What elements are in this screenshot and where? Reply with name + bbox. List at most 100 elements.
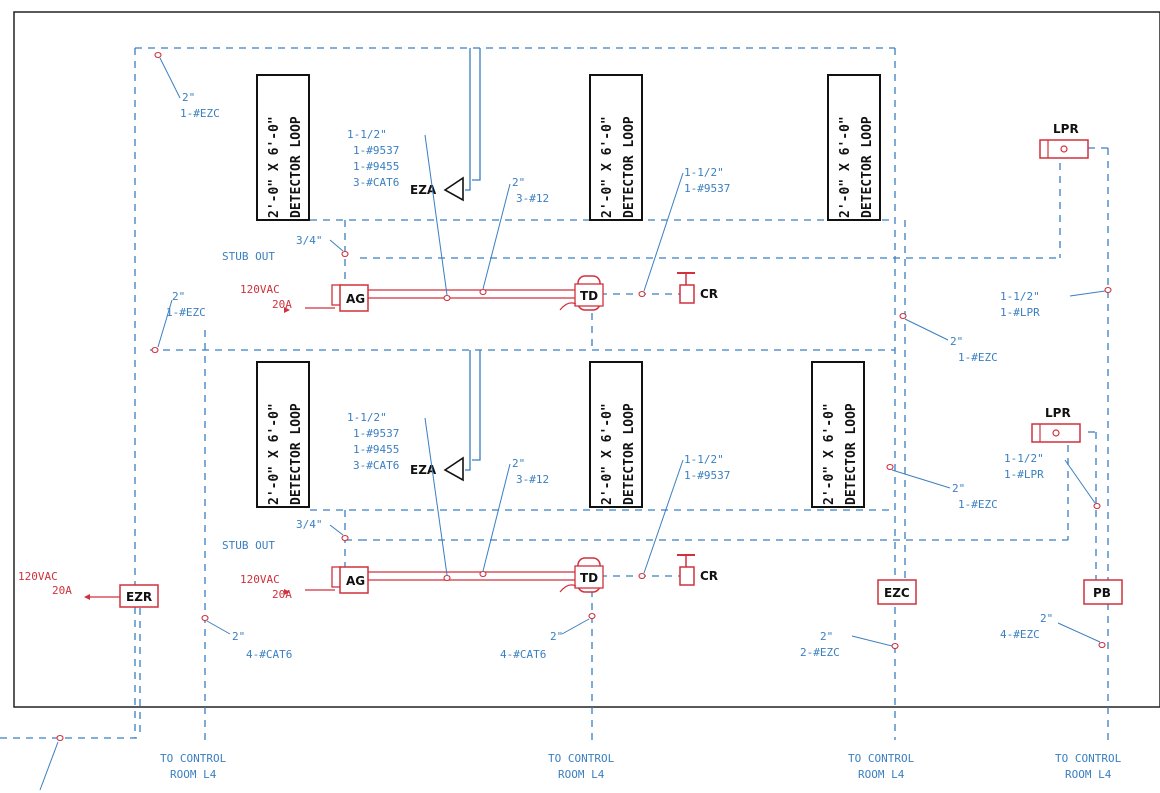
destination-label: TO CONTROL ROOM L4 (848, 752, 915, 781)
svg-text:2": 2" (952, 482, 965, 495)
svg-text:2": 2" (232, 630, 245, 643)
card-reader: CR (677, 554, 718, 586)
svg-text:1-#EZC: 1-#EZC (958, 498, 998, 511)
svg-text:1-1/2": 1-1/2" (684, 453, 724, 466)
card-reader: CR (677, 272, 718, 304)
svg-text:DETECTOR LOOP: DETECTOR LOOP (860, 116, 875, 218)
svg-text:2": 2" (512, 457, 525, 470)
svg-text:1-1/2": 1-1/2" (684, 166, 724, 179)
svg-text:3/4": 3/4" (296, 234, 323, 247)
svg-text:CR: CR (700, 287, 718, 301)
svg-text:2-#EZC: 2-#EZC (800, 646, 840, 659)
svg-text:2'-0" X 6'-0": 2'-0" X 6'-0" (822, 403, 837, 505)
svg-text:120VAC: 120VAC (18, 570, 58, 583)
svg-text:120VAC: 120VAC (240, 573, 280, 586)
svg-text:TD: TD (580, 289, 598, 303)
ezc-box: EZC (877, 579, 917, 605)
svg-text:1-#EZC: 1-#EZC (180, 107, 220, 120)
td-device: TD (559, 275, 604, 311)
svg-text:2'-0" X 6'-0": 2'-0" X 6'-0" (267, 403, 282, 505)
callouts: 2" 1-#EZC 2" 1-#EZC 1-1/2" 1-#9537 1-#94… (39, 51, 1112, 791)
detector-loop: 2'-0" X 6'-0" DETECTOR LOOP (811, 361, 865, 508)
svg-text:EZR: EZR (126, 590, 152, 604)
svg-text:ROOM L4: ROOM L4 (558, 768, 605, 781)
svg-text:1-#9537: 1-#9537 (353, 427, 399, 440)
svg-text:DETECTOR LOOP: DETECTOR LOOP (622, 116, 637, 218)
power-label: 120VAC 20A (240, 283, 292, 313)
svg-text:3-#CAT6: 3-#CAT6 (353, 176, 399, 189)
svg-text:TO CONTROL: TO CONTROL (548, 752, 615, 765)
power-runs (90, 289, 578, 598)
detector-loop: 2'-0" X 6'-0" DETECTOR LOOP (256, 361, 310, 508)
power-label: 120VAC 20A (240, 573, 292, 601)
svg-text:TD: TD (580, 571, 598, 585)
svg-text:2'-0" X 6'-0": 2'-0" X 6'-0" (838, 116, 853, 218)
svg-text:AG: AG (346, 292, 365, 306)
svg-text:EZC: EZC (884, 586, 910, 600)
td-device: TD (559, 557, 604, 593)
svg-text:STUB OUT: STUB OUT (222, 539, 275, 552)
svg-text:3-#12: 3-#12 (516, 192, 549, 205)
svg-text:PB: PB (1093, 586, 1111, 600)
svg-text:TO CONTROL: TO CONTROL (848, 752, 915, 765)
destination-label: TO CONTROL ROOM L4 (1055, 752, 1122, 781)
svg-text:2": 2" (1040, 612, 1053, 625)
svg-text:1-1/2": 1-1/2" (1000, 290, 1040, 303)
svg-text:DETECTOR LOOP: DETECTOR LOOP (622, 403, 637, 505)
svg-text:LPR: LPR (1053, 122, 1079, 136)
lpr-camera: LPR (1039, 122, 1089, 159)
svg-text:EZA: EZA (410, 183, 437, 197)
svg-text:2'-0" X 6'-0": 2'-0" X 6'-0" (600, 403, 615, 505)
svg-text:3-#12: 3-#12 (516, 473, 549, 486)
svg-text:1-#EZC: 1-#EZC (166, 306, 206, 319)
svg-text:1-1/2": 1-1/2" (1004, 452, 1044, 465)
svg-text:4-#EZC: 4-#EZC (1000, 628, 1040, 641)
svg-text:TO CONTROL: TO CONTROL (160, 752, 227, 765)
svg-text:120VAC: 120VAC (240, 283, 280, 296)
svg-text:1-#9455: 1-#9455 (353, 443, 399, 456)
pb-box: PB (1083, 579, 1123, 605)
svg-text:CR: CR (700, 569, 718, 583)
svg-text:DETECTOR LOOP: DETECTOR LOOP (844, 403, 859, 505)
svg-text:1-#9537: 1-#9537 (684, 182, 730, 195)
control-room-labels: TO CONTROL ROOM L4 TO CONTROL ROOM L4 TO… (160, 752, 1122, 781)
svg-text:DETECTOR LOOP: DETECTOR LOOP (289, 403, 304, 505)
ag-controller: AG (331, 284, 369, 312)
svg-text:2": 2" (512, 176, 525, 189)
svg-text:2": 2" (820, 630, 833, 643)
svg-text:ROOM L4: ROOM L4 (1065, 768, 1112, 781)
svg-text:LPR: LPR (1045, 406, 1071, 420)
svg-text:1-1/2": 1-1/2" (347, 411, 387, 424)
lpr-camera: LPR (1031, 406, 1081, 443)
svg-text:1-#EZC: 1-#EZC (958, 351, 998, 364)
svg-text:STUB OUT: STUB OUT (222, 250, 275, 263)
svg-text:ROOM L4: ROOM L4 (858, 768, 905, 781)
power-label: 120VAC 20A (18, 570, 90, 600)
svg-text:3-#CAT6: 3-#CAT6 (353, 459, 399, 472)
svg-text:AG: AG (346, 574, 365, 588)
svg-text:20A: 20A (52, 584, 72, 597)
svg-text:DETECTOR LOOP: DETECTOR LOOP (289, 116, 304, 218)
svg-text:ROOM L4: ROOM L4 (170, 768, 217, 781)
svg-text:3/4": 3/4" (296, 518, 323, 531)
detector-loop: 2'-0" X 6'-0" DETECTOR LOOP (589, 361, 643, 508)
conduit-runs (0, 47, 1109, 740)
eza-horn: EZA (410, 176, 464, 202)
eza-horn: EZA (410, 456, 464, 482)
svg-text:4-#CAT6: 4-#CAT6 (500, 648, 546, 661)
destination-label: TO CONTROL ROOM L4 (160, 752, 227, 781)
svg-text:20A: 20A (272, 298, 292, 311)
svg-text:1-#9455: 1-#9455 (353, 160, 399, 173)
svg-text:2'-0" X 6'-0": 2'-0" X 6'-0" (267, 116, 282, 218)
svg-text:2": 2" (172, 290, 185, 303)
detector-loop: 2'-0" X 6'-0" DETECTOR LOOP (827, 74, 881, 221)
svg-text:1-#9537: 1-#9537 (353, 144, 399, 157)
svg-text:1-#LPR: 1-#LPR (1004, 468, 1044, 481)
svg-text:4-#CAT6: 4-#CAT6 (246, 648, 292, 661)
destination-label: TO CONTROL ROOM L4 (548, 752, 615, 781)
svg-text:1-#LPR: 1-#LPR (1000, 306, 1040, 319)
ezr-box: EZR (119, 584, 159, 608)
detector-loop: 2'-0" X 6'-0" DETECTOR LOOP (589, 74, 643, 221)
svg-text:TO CONTROL: TO CONTROL (1055, 752, 1122, 765)
